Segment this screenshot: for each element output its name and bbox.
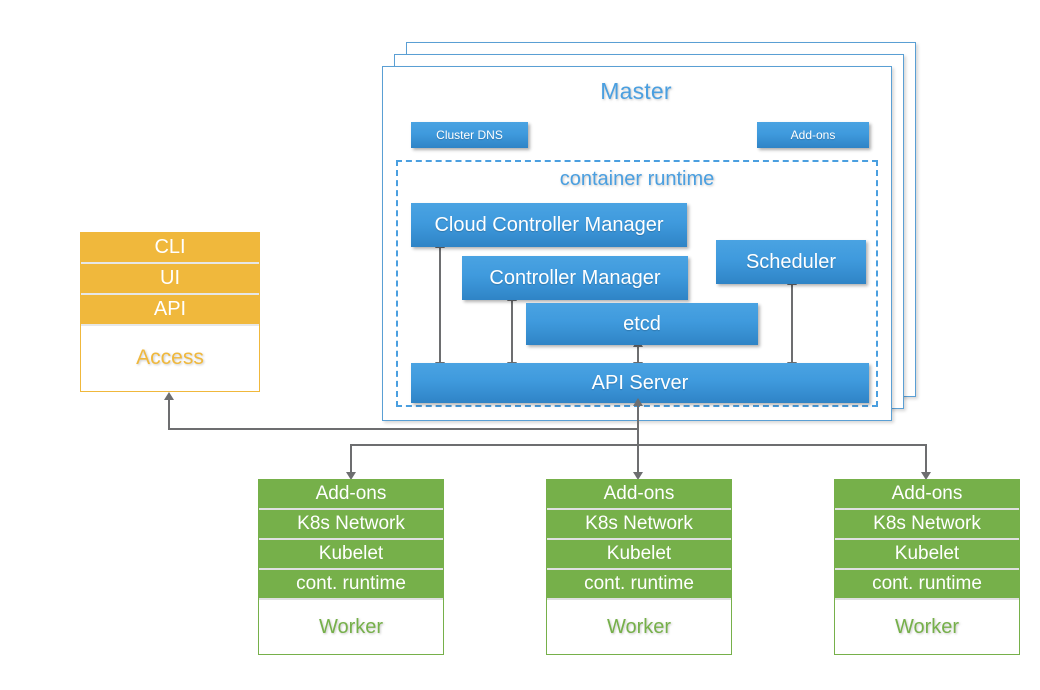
- worker2-footer-label: Worker: [547, 600, 731, 654]
- worker1-bar-cont-runtime[interactable]: cont. runtime: [259, 570, 443, 600]
- scheduler-box[interactable]: Scheduler: [716, 240, 866, 284]
- arrow-cm-apiserver-line: [511, 299, 513, 364]
- worker1-bar-k8s-network[interactable]: K8s Network: [259, 510, 443, 540]
- bus-worker3-arrow-down: [921, 472, 931, 480]
- bus-trunk-apiserver: [637, 403, 639, 478]
- worker3-bar-kubelet[interactable]: Kubelet: [835, 540, 1019, 570]
- master-addons-box[interactable]: Add-ons: [757, 122, 869, 148]
- bus-access-arrow-up: [164, 392, 174, 400]
- worker2-bar-k8s-network[interactable]: K8s Network: [547, 510, 731, 540]
- worker1-bar-kubelet[interactable]: Kubelet: [259, 540, 443, 570]
- arrow-ccm-apiserver-line: [439, 246, 441, 364]
- worker3-bar-k8s-network[interactable]: K8s Network: [835, 510, 1019, 540]
- cloud-controller-manager-box[interactable]: Cloud Controller Manager: [411, 203, 687, 247]
- worker2-bar-kubelet[interactable]: Kubelet: [547, 540, 731, 570]
- access-panel[interactable]: CLI UI API Access: [80, 232, 260, 392]
- bus-worker2-arrow-down: [633, 472, 643, 480]
- controller-manager-box[interactable]: Controller Manager: [462, 256, 688, 300]
- bus-worker3-drop: [925, 444, 927, 475]
- arrow-etcd-apiserver-line: [637, 345, 639, 364]
- access-footer-label: Access: [81, 326, 259, 389]
- worker-node-2[interactable]: Add-ons K8s Network Kubelet cont. runtim…: [546, 479, 732, 655]
- worker1-bar-addons[interactable]: Add-ons: [259, 480, 443, 510]
- arrow-scheduler-apiserver-line: [791, 283, 793, 364]
- bus-access-horizontal: [168, 428, 639, 430]
- access-bar-ui[interactable]: UI: [81, 264, 259, 295]
- bus-worker1-arrow-down: [346, 472, 356, 480]
- worker3-bar-cont-runtime[interactable]: cont. runtime: [835, 570, 1019, 600]
- cluster-dns-box[interactable]: Cluster DNS: [411, 122, 528, 148]
- bus-worker2-drop: [637, 444, 639, 475]
- worker2-bar-addons[interactable]: Add-ons: [547, 480, 731, 510]
- worker1-footer-label: Worker: [259, 600, 443, 654]
- master-title: Master: [600, 78, 672, 104]
- access-bar-cli[interactable]: CLI: [81, 233, 259, 264]
- container-runtime-label: container runtime: [559, 168, 715, 190]
- worker2-bar-cont-runtime[interactable]: cont. runtime: [547, 570, 731, 600]
- bus-worker1-drop: [350, 444, 352, 475]
- api-server-box[interactable]: API Server: [411, 363, 869, 403]
- worker3-footer-label: Worker: [835, 600, 1019, 654]
- worker-node-3[interactable]: Add-ons K8s Network Kubelet cont. runtim…: [834, 479, 1020, 655]
- worker-node-1[interactable]: Add-ons K8s Network Kubelet cont. runtim…: [258, 479, 444, 655]
- worker3-bar-addons[interactable]: Add-ons: [835, 480, 1019, 510]
- etcd-box[interactable]: etcd: [526, 303, 758, 345]
- bus-access-vertical: [168, 399, 170, 429]
- access-bar-api[interactable]: API: [81, 295, 259, 326]
- bus-trunk-arrow-up: [633, 398, 643, 406]
